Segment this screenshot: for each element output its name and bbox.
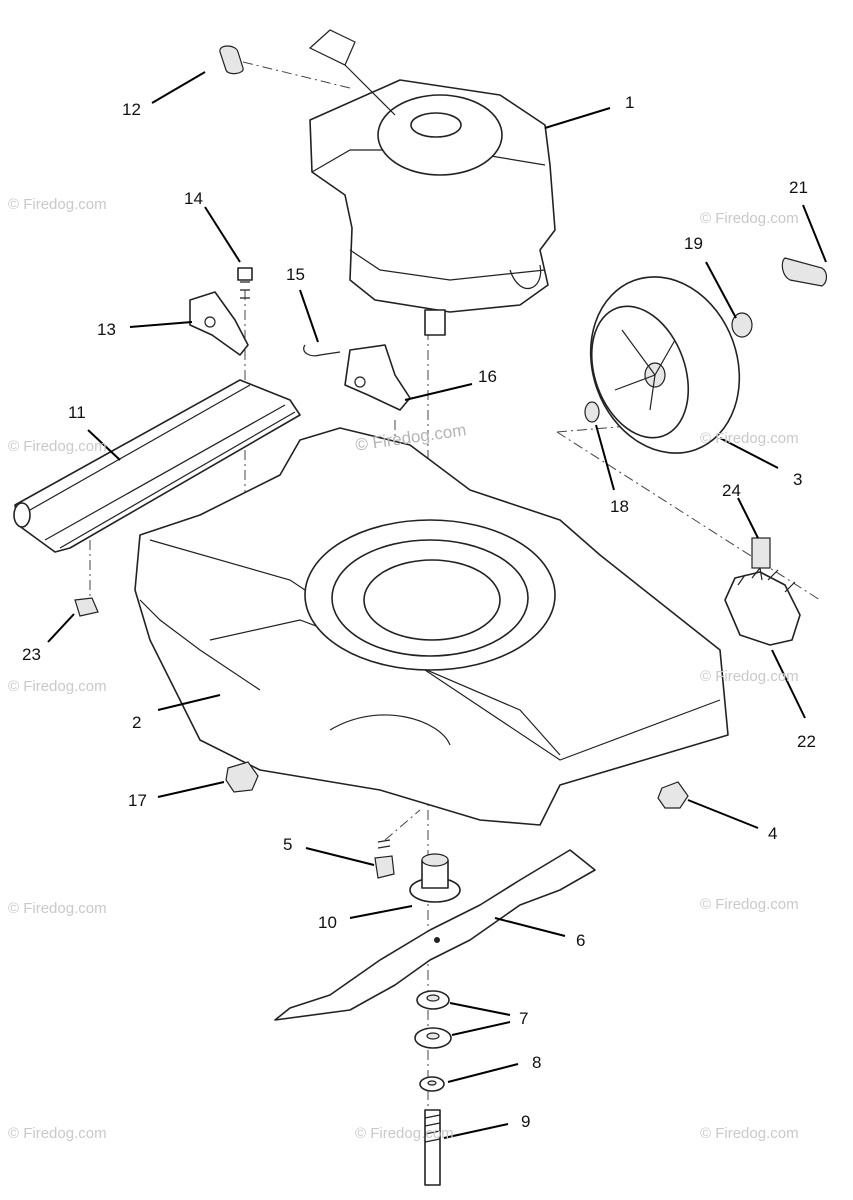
callout-1: 1	[625, 93, 635, 112]
watermark: © Firedog.com	[700, 896, 799, 913]
callout-7: 7	[519, 1009, 529, 1028]
pivot-bracket-16	[344, 344, 411, 411]
blade-adapter-10	[409, 853, 461, 903]
callout-9: 9	[521, 1112, 531, 1131]
callout-6: 6	[576, 931, 586, 950]
guide-line-cap-12	[242, 61, 351, 89]
height-adjuster-22	[724, 567, 801, 646]
leader-lines	[47, 71, 827, 1139]
bracket-13	[189, 291, 249, 356]
blade-6	[274, 849, 596, 1021]
pin-15	[303, 344, 341, 357]
bolt-5	[374, 839, 395, 879]
watermark: © Firedog.com	[8, 1125, 107, 1142]
watermark: © Firedog.com	[8, 438, 107, 455]
cap-12	[219, 45, 244, 75]
callout-24: 24	[722, 481, 741, 500]
watermark: © Firedog.com	[8, 678, 107, 695]
watermark: © Firedog.com	[355, 1125, 454, 1142]
callout-5: 5	[283, 835, 293, 854]
handle-bracket-11	[13, 379, 301, 553]
watermark: © Firedog.com	[8, 900, 107, 917]
callout-8: 8	[532, 1053, 542, 1072]
lever-knob-24	[751, 537, 771, 581]
callout-13: 13	[97, 320, 116, 339]
watermark: © Firedog.com	[8, 196, 107, 213]
nut-17	[225, 761, 259, 793]
washer-18	[584, 401, 600, 423]
callout-17: 17	[128, 791, 147, 810]
callout-21: 21	[789, 178, 808, 197]
mower-deck	[134, 427, 729, 826]
watermark: © Firedog.com	[700, 210, 799, 227]
callout-4: 4	[768, 824, 778, 843]
cap-21	[781, 257, 828, 287]
callout-3: 3	[793, 470, 803, 489]
callout-15: 15	[286, 265, 305, 284]
callout-23: 23	[22, 645, 41, 664]
washers-7	[414, 990, 452, 1049]
callout-11: 11	[68, 403, 86, 422]
callout-10: 10	[318, 913, 337, 932]
engine	[308, 29, 556, 336]
callout-22: 22	[797, 732, 816, 751]
watermark: © Firedog.com	[700, 1125, 799, 1142]
guide-line-bolt-5	[384, 809, 421, 841]
callout-14: 14	[184, 189, 203, 208]
bolt-9	[424, 1109, 441, 1186]
callout-2: 2	[132, 713, 142, 732]
clip-23	[74, 597, 99, 617]
bolt-14	[237, 267, 253, 299]
callout-12: 12	[122, 100, 141, 119]
wheel-3	[589, 276, 741, 454]
nut-4	[657, 781, 689, 809]
watermark: © Firedog.com	[700, 430, 799, 447]
watermark: © Firedog.com	[700, 668, 799, 685]
callout-16: 16	[478, 367, 497, 386]
callout-18: 18	[610, 497, 629, 516]
nut-19	[731, 312, 753, 338]
callout-19: 19	[684, 234, 703, 253]
washer-8	[419, 1076, 445, 1092]
